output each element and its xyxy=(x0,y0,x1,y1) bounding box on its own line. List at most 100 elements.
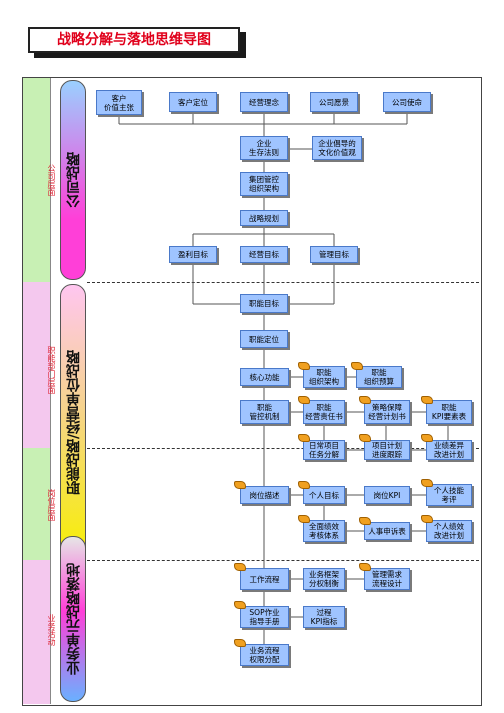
flag-icon xyxy=(298,362,310,370)
flag-icon xyxy=(359,396,371,404)
band-label-biz: 业务活动 xyxy=(47,614,56,646)
flag-icon xyxy=(351,362,363,370)
node-business-goal: 经营目标 xyxy=(240,246,288,263)
node-text: 职能 经营责任书 xyxy=(305,403,343,421)
node-text: 经营目标 xyxy=(249,250,279,259)
node-group-control: 集团管控 组织架构 xyxy=(240,172,288,196)
node-text: 岗位KPI xyxy=(373,490,401,500)
node-text: 集团管控 组织架构 xyxy=(249,175,279,193)
node-text: 职能 管控机制 xyxy=(249,403,280,421)
divider-post-biz xyxy=(87,560,479,561)
node-text: 项目计划 进度跟踪 xyxy=(372,441,402,459)
node-hr-appeal: 人事申诉表 xyxy=(364,522,410,540)
node-text: 业绩差异 改进计划 xyxy=(434,441,464,459)
node-perf-system: 全面绩效 考核体系 xyxy=(303,520,345,542)
node-manage-goal: 管理目标 xyxy=(310,246,358,263)
node-text: 管理需求 流程设计 xyxy=(372,570,402,588)
node-text: 企业倡导的 文化价值观 xyxy=(318,139,356,157)
node-personal-skill: 个人技能 考评 xyxy=(426,484,472,506)
node-text: 全面绩效 考核体系 xyxy=(309,522,339,540)
node-function-kpi: 职能 KPI要素表 xyxy=(426,400,472,424)
node-text: 核心功能 xyxy=(249,372,280,382)
node-function-budget: 职能 组织预算 xyxy=(356,366,402,388)
divider-dept-post xyxy=(87,448,479,449)
node-function-control: 职能 管控机制 xyxy=(240,400,289,424)
flag-icon xyxy=(421,434,433,442)
node-text: 公司使命 xyxy=(392,97,422,107)
pillar-company xyxy=(60,80,86,280)
node-text: 盈利目标 xyxy=(178,250,208,259)
node-strategy-plan: 战略规划 xyxy=(240,210,288,226)
flag-icon xyxy=(421,515,433,523)
node-process-kpi: 过程 KPI指标 xyxy=(303,606,345,628)
page-title: 战略分解与落地思维导图 xyxy=(28,27,240,53)
diagram-frame xyxy=(22,77,482,706)
band-company xyxy=(23,78,51,282)
node-post-desc: 岗位描述 xyxy=(240,486,289,504)
node-text: 人事申诉表 xyxy=(368,526,406,536)
node-customer-value: 客户 价值主张 xyxy=(96,90,142,115)
node-work-flow: 工作流程 xyxy=(240,568,289,590)
node-text: 管理目标 xyxy=(319,250,349,259)
flag-icon xyxy=(421,396,433,404)
node-function-position: 职能定位 xyxy=(240,330,288,348)
flag-icon xyxy=(234,481,246,489)
band-post xyxy=(23,448,51,560)
node-function-duty: 职能 经营责任书 xyxy=(303,400,345,424)
node-strategy-plan-book: 策略保障 经营计划书 xyxy=(364,400,410,424)
node-text: 职能定位 xyxy=(249,334,279,344)
flag-icon xyxy=(298,396,310,404)
node-project-schedule: 项目计划 进度跟踪 xyxy=(364,440,410,460)
divider-company-dept xyxy=(87,282,479,283)
node-biz-flow: 业务流程 权限分配 xyxy=(240,644,289,666)
node-text: SOP作业 指导手册 xyxy=(249,608,280,626)
node-daily-task: 日常项目 任务分解 xyxy=(303,440,345,460)
node-text: 战略规划 xyxy=(249,213,279,223)
node-profit-goal: 盈利目标 xyxy=(169,246,217,263)
flag-icon xyxy=(359,563,371,571)
node-text: 业务流程 权限分配 xyxy=(249,646,280,664)
node-text: 客户 价值主张 xyxy=(104,93,134,112)
flag-icon xyxy=(234,639,246,647)
flag-icon xyxy=(298,515,310,523)
band-label-company: 公司层面 xyxy=(47,164,56,196)
node-text: 个人目标 xyxy=(309,490,339,500)
node-text: 公司愿景 xyxy=(319,97,349,107)
flag-icon xyxy=(421,479,433,487)
pillar-dept xyxy=(60,284,86,560)
title-block: 战略分解与落地思维导图 xyxy=(28,27,246,58)
node-text: 职能 组织架构 xyxy=(309,368,339,386)
node-text: 策略保障 经营计划书 xyxy=(368,403,406,421)
node-text: 日常项目 任务分解 xyxy=(309,441,339,459)
node-text: 职能 组织预算 xyxy=(364,368,394,386)
node-sop: SOP作业 指导手册 xyxy=(240,606,289,628)
node-gap-improve: 业绩差异 改进计划 xyxy=(426,440,472,460)
node-survival-rule: 企业 生存法则 xyxy=(240,136,288,160)
node-text: 过程 KPI指标 xyxy=(310,608,338,626)
pillar-biz xyxy=(60,536,86,702)
node-core-function: 核心功能 xyxy=(240,368,289,386)
node-biz-framework: 业务框架 分权制衡 xyxy=(303,568,345,590)
flag-icon xyxy=(298,434,310,442)
node-text: 客户定位 xyxy=(178,97,208,107)
node-function-org: 职能 组织架构 xyxy=(303,366,345,388)
node-personal-goal: 个人目标 xyxy=(303,486,345,504)
node-post-kpi: 岗位KPI xyxy=(364,486,410,504)
node-vision: 公司愿景 xyxy=(310,92,358,112)
flag-icon xyxy=(359,434,371,442)
node-business-idea: 经营理念 xyxy=(240,92,288,112)
flag-icon xyxy=(234,563,246,571)
node-mission: 公司使命 xyxy=(383,92,431,112)
node-text: 职能目标 xyxy=(249,299,279,308)
band-label-dept: 职能部门层面 xyxy=(47,346,56,394)
band-label-post: 岗位层面 xyxy=(47,489,56,521)
band-biz xyxy=(23,560,51,704)
flag-icon xyxy=(298,481,310,489)
node-personal-perf: 个人绩效 改进计划 xyxy=(426,520,472,542)
node-text: 工作流程 xyxy=(249,574,280,584)
node-text: 个人绩效 改进计划 xyxy=(434,522,464,540)
flag-icon xyxy=(359,517,371,525)
node-culture-values: 企业倡导的 文化价值观 xyxy=(312,136,362,160)
node-text: 业务框架 分权制衡 xyxy=(309,570,339,588)
